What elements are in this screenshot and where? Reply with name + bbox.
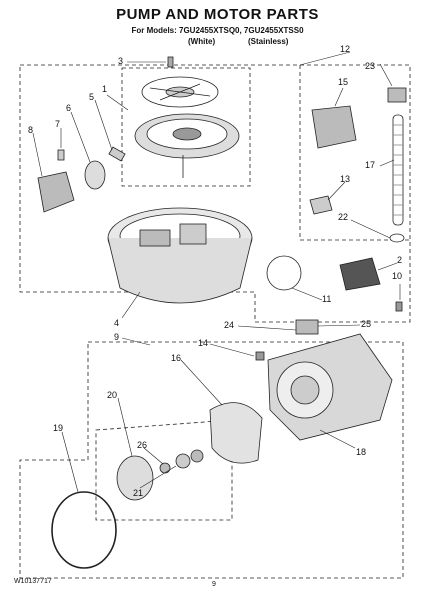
callout-13: 13 [340,174,351,184]
callout-7: 7 [55,119,61,129]
callout-19: 19 [53,423,64,433]
variant-stainless: (Stainless) [248,37,289,46]
callout-20: 20 [107,390,118,400]
callout-21: 21 [133,488,144,498]
callout-17: 17 [365,160,376,170]
hose-part-17 [392,114,404,226]
page-title: PUMP AND MOTOR PARTS [116,6,319,23]
callout-2: 2 [397,255,403,265]
callout-3: 3 [118,56,124,66]
filter-part-6 [84,160,106,190]
nut-part-14 [255,351,265,361]
part-10 [395,301,403,312]
callout-4: 4 [114,318,120,328]
cover-part-2 [339,257,381,291]
clamp-part-22 [389,233,405,243]
callout-22: 22 [338,212,349,222]
seal-part-21 [175,453,191,469]
callout-9: 9 [114,332,120,342]
callout-26: 26 [137,440,148,450]
callout-15: 15 [338,77,349,87]
callout-18: 18 [356,447,367,457]
models-line: For Models: 7GU2455XTSQ0, 7GU2455XTSS0 [131,26,304,35]
callout-23: 23 [365,61,376,71]
callout-6: 6 [66,103,72,113]
ring-part-11 [266,255,302,291]
screw-part-7 [57,149,65,161]
callout-11: 11 [322,294,332,304]
impeller-assembly [134,76,240,178]
callout-24: 24 [224,320,235,330]
callout-16: 16 [171,353,182,363]
callout-1: 1 [102,84,108,94]
impeller-part-20 [116,455,154,501]
capacitor-part-24 [295,319,319,335]
screw-part-3 [167,56,174,68]
variant-white: (White) [188,37,216,46]
callout-12: 12 [340,44,351,54]
sump-assembly [107,207,253,304]
housing-part-8 [37,171,75,213]
callout-25: 25 [361,319,372,329]
document-number: W10137717 [14,578,52,585]
bracket-part-13 [309,195,333,215]
volute-part-16 [209,402,263,464]
page-number: 9 [212,581,216,588]
callout-5: 5 [89,92,95,102]
clip-part-5 [108,146,126,162]
callout-14: 14 [198,338,209,348]
gasket-part-19 [51,491,117,569]
callout-8: 8 [28,125,34,135]
washer-part-26 [159,462,171,474]
motor-part-15 [311,105,357,149]
part-23 [387,87,407,103]
callout-10: 10 [392,271,403,281]
